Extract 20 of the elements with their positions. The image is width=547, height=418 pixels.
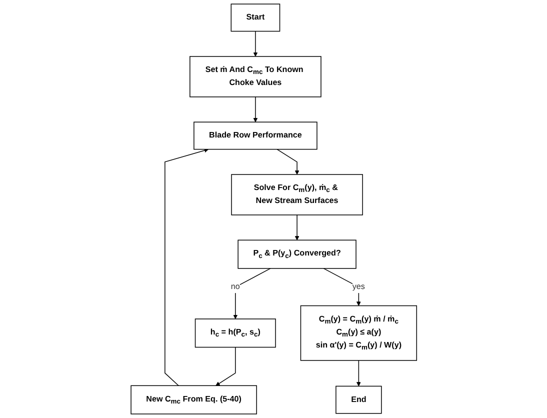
arrow — [276, 148, 299, 175]
arrow — [252, 30, 258, 57]
node-box: Set ṁ And C$_{mc}$ To Known Choke Values — [189, 56, 322, 98]
arrow — [232, 268, 270, 320]
node-box: Blade Row Performance — [193, 122, 317, 150]
node-box: Start — [230, 4, 280, 32]
node-box: h$_{c}$ = h(P$_{c}$, s$_{c}$) — [194, 318, 276, 348]
edge-label: no — [230, 282, 240, 292]
arrow — [252, 96, 258, 122]
arrow — [164, 148, 208, 386]
arrow — [215, 346, 236, 386]
node-box: End — [335, 386, 382, 414]
arrow — [294, 214, 299, 240]
arrow — [322, 268, 361, 306]
node-box: Solve For C$_{m}$(y), ṁ$_{c}$ & New Stream Surfaces — [230, 174, 363, 216]
node-box: C$_{m}$(y) = C$_{m}$(y) ṁ / ṁ$_{c}$ C$_{m}$(y) ≤ a(y) sin α'(y) = C$_{m}$(y) / W(y) — [300, 305, 417, 361]
edge-label: yes — [352, 282, 365, 292]
arrow — [356, 360, 361, 386]
node-box: P$_{c}$ & P(y$_{c}$) Converged? — [237, 240, 356, 269]
node-box: New C$_{mc}$ From Eq. (5-40) — [130, 385, 257, 414]
